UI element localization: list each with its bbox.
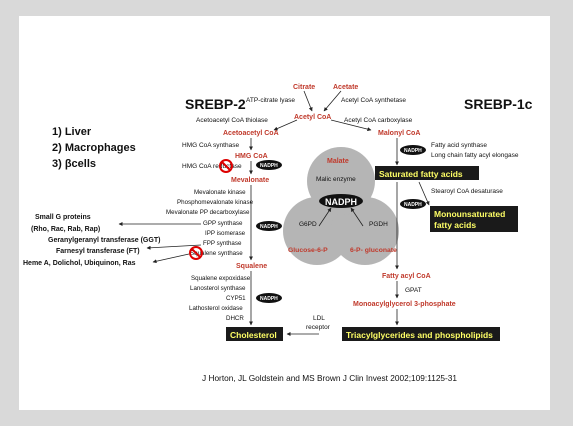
product-saturated-fatty-acids: Saturated fatty acids: [379, 169, 463, 179]
nadph-badge-hmg: NADPH: [260, 163, 278, 169]
enzyme-hmg-coa-synthase: HMG CoA synthase: [182, 142, 239, 149]
enzyme-lanosterol-synthase: Lanosterol synthase: [190, 285, 246, 292]
enzyme-acetyl-coa-synthetase: Acetyl CoA synthetase: [341, 97, 406, 104]
side-heme: Heme A, Dolichol, Ubiquinon, Ras: [23, 260, 136, 267]
side-ggt: Geranylgeranyl transferase (GGT): [48, 237, 160, 244]
metabolite-malate: Malate: [327, 158, 349, 165]
enzyme-atp-citrate-lyase: ATP-citrate lyase: [246, 97, 295, 104]
enzyme-fpp-synthase: FPP synthase: [203, 240, 242, 247]
heading-srebp1c: SREBP-1c: [464, 96, 533, 112]
cell-type-beta-cells: 3) βcells: [52, 158, 96, 170]
product-cholesterol: Cholesterol: [230, 330, 277, 340]
enzyme-mevalonate-kinase: Mevalonate kinase: [194, 189, 246, 196]
side-small-g-proteins: Small G proteins: [35, 214, 91, 221]
product-box-cholesterol: [226, 327, 283, 341]
metabolite-acetoacetyl-coa: Acetoacetyl CoA: [223, 130, 279, 137]
metabolite-monoacylglycerol: Monoacylglycerol 3-phosphate: [353, 301, 456, 308]
enzyme-acetyl-coa-carboxylase: Acetyl CoA carboxylase: [344, 117, 413, 124]
slide: SREBP-2 SREBP-1c 1) Liver 2) Macrophages…: [19, 16, 550, 410]
product-triacylglycerides: Triacylglycerides and phospholipids: [346, 330, 493, 340]
enzyme-malic-enzyme: Malic enzyme: [316, 176, 356, 183]
enzyme-phosphomevalonate-kinase: Phosphomevalonate kinase: [177, 199, 254, 206]
enzyme-long-chain-elongase: Long chain fatty acyl elongase: [431, 152, 519, 159]
enzyme-gpat: GPAT: [405, 287, 422, 294]
side-small-g-list: (Rho, Rac, Rab, Rap): [31, 226, 100, 233]
enzyme-dhcr: DHCR: [226, 315, 244, 322]
enzyme-g6pd: G6PD: [299, 221, 317, 228]
product-monounsaturated-2: fatty acids: [434, 220, 476, 230]
label-receptor: receptor: [306, 324, 331, 331]
metabolite-malonyl-coa: Malonyl CoA: [378, 130, 420, 137]
metabolite-6p-gluconate: 6-P- gluconate: [350, 247, 397, 254]
enzyme-ipp-isomerase: IPP isomerase: [205, 230, 246, 237]
statin-block-icon: [219, 159, 233, 173]
metabolite-mevalonate: Mevalonate: [231, 177, 269, 184]
statin-block-icon-2: [189, 246, 203, 260]
product-box-monounsaturated: [430, 206, 518, 232]
metabolite-citrate: Citrate: [293, 84, 315, 91]
enzyme-stearoyl-coa-desaturase: Stearoyl CoA desaturase: [431, 188, 503, 195]
enzyme-cyp51: CYP51: [226, 295, 246, 302]
metabolite-squalene: Squalene: [236, 263, 267, 270]
nadph-central: NADPH: [325, 197, 357, 207]
label-ldl: LDL: [313, 315, 325, 322]
metabolite-acetyl-coa: Acetyl CoA: [294, 114, 331, 121]
enzyme-pgdh: PGDH: [369, 221, 388, 228]
product-box-saturated: [375, 166, 479, 180]
nadph-badge-scd: NADPH: [404, 202, 422, 208]
heading-srebp2: SREBP-2: [185, 96, 246, 112]
metabolite-fatty-acyl-coa: Fatty acyl CoA: [382, 273, 431, 280]
enzyme-fatty-acid-synthase: Fatty acid synthase: [431, 142, 487, 149]
nadph-badge-squalene: NADPH: [260, 296, 278, 302]
enzyme-acetoacetyl-coa-thiolase: Acetoacetyl CoA thiolase: [196, 117, 268, 124]
enzyme-squalene-expoxidase: Squalene expoxidase: [191, 275, 251, 282]
product-box-triacyl: [342, 327, 500, 341]
nadph-badge-gpp: NADPH: [260, 224, 278, 230]
enzyme-squalene-synthase: Squalene synthase: [190, 250, 243, 257]
cell-type-macrophages: 2) Macrophages: [52, 142, 136, 154]
enzyme-gpp-synthase: GPP synthase: [203, 220, 243, 227]
metabolite-glucose-6p: Glucose-6-P: [288, 247, 328, 254]
cell-type-liver: 1) Liver: [52, 126, 92, 138]
metabolite-hmg-coa: HMG CoA: [235, 153, 268, 160]
citation: J Horton, JL Goldstein and MS Brown J Cl…: [202, 373, 457, 383]
metabolite-acetate: Acetate: [333, 84, 358, 91]
nadph-badge-fas: NADPH: [404, 148, 422, 154]
enzyme-mevalonate-pp-decarboxylase: Mevalonate PP decarboxylase: [166, 209, 250, 216]
enzyme-hmg-coa-reductase: HMG CoA reductase: [182, 163, 242, 170]
product-monounsaturated-1: Monounsaturated: [434, 209, 505, 219]
srebp-pathway-diagram: SREBP-2 SREBP-1c 1) Liver 2) Macrophages…: [23, 84, 533, 383]
enzyme-lathosterol-oxidase: Lathosterol oxidase: [189, 305, 243, 312]
side-ft: Farnesyl transferase (FT): [56, 248, 140, 255]
